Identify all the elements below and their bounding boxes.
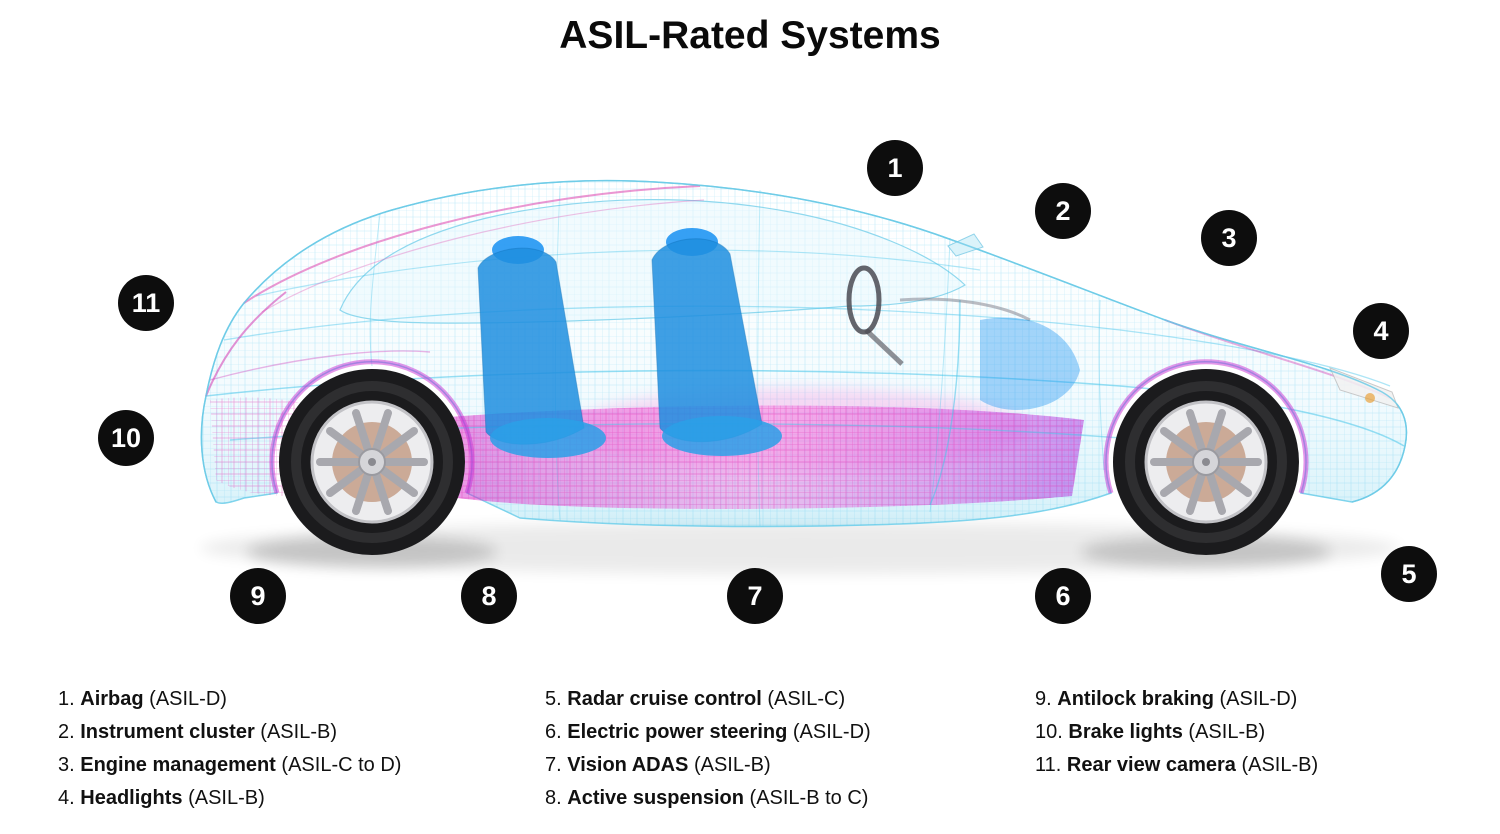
steering-wheel bbox=[846, 265, 882, 335]
front-wheel bbox=[1113, 369, 1299, 555]
legend-item-rating: (ASIL-D) bbox=[149, 688, 227, 710]
legend-item-rating: (ASIL-C) bbox=[767, 688, 846, 710]
marker-3: 3 bbox=[1201, 210, 1257, 266]
legend-item-rating: (ASIL-D) bbox=[792, 721, 871, 743]
legend-item-rating: (ASIL-B) bbox=[1241, 754, 1319, 776]
legend-item-7: 7. Vision ADAS (ASIL-B) bbox=[545, 754, 871, 776]
marker-8: 8 bbox=[461, 568, 517, 624]
legend-item-rating: (ASIL-B) bbox=[260, 721, 337, 743]
marker-7: 7 bbox=[727, 568, 783, 624]
page-title: ASIL-Rated Systems bbox=[559, 14, 941, 57]
car-interior bbox=[477, 228, 1080, 458]
legend-item-9: 9. Antilock braking (ASIL-D) bbox=[1035, 688, 1318, 710]
rear-wheel bbox=[279, 369, 465, 555]
legend-item-name: Active suspension bbox=[567, 787, 744, 809]
legend-item-11: 11. Rear view camera (ASIL-B) bbox=[1035, 754, 1318, 776]
legend-item-rating: (ASIL-B) bbox=[693, 754, 771, 776]
legend-item-number: 10. bbox=[1035, 721, 1063, 743]
marker-6: 6 bbox=[1035, 568, 1091, 624]
legend-item-rating: (ASIL-C to D) bbox=[281, 754, 402, 776]
legend-item-number: 9. bbox=[1035, 688, 1052, 710]
legend-item-name: Antilock braking bbox=[1057, 688, 1214, 710]
marker-9: 9 bbox=[230, 568, 286, 624]
legend-item-5: 5. Radar cruise control (ASIL-C) bbox=[545, 688, 871, 710]
legend-item-6: 6. Electric power steering (ASIL-D) bbox=[545, 721, 871, 743]
legend-item-name: Electric power steering bbox=[567, 721, 788, 743]
legend-item-name: Radar cruise control bbox=[567, 688, 762, 710]
legend-column-2: 5. Radar cruise control (ASIL-C) 6. Elec… bbox=[545, 688, 871, 820]
legend-item-number: 3. bbox=[58, 754, 75, 776]
legend-item-rating: (ASIL-D) bbox=[1219, 688, 1298, 710]
legend-item-1: 1. Airbag (ASIL-D) bbox=[58, 688, 401, 710]
marker-5: 5 bbox=[1381, 546, 1437, 602]
legend-item-number: 7. bbox=[545, 754, 562, 776]
legend-item-number: 6. bbox=[545, 721, 562, 743]
legend-item-10: 10. Brake lights (ASIL-B) bbox=[1035, 721, 1318, 743]
legend-item-name: Vision ADAS bbox=[567, 754, 689, 776]
legend-column-1: 1. Airbag (ASIL-D) 2. Instrument cluster… bbox=[58, 688, 401, 820]
marker-1: 1 bbox=[867, 140, 923, 196]
legend-item-number: 8. bbox=[545, 787, 562, 809]
legend-item-name: Airbag bbox=[80, 688, 144, 710]
marker-10: 10 bbox=[98, 410, 154, 466]
marker-4: 4 bbox=[1353, 303, 1409, 359]
headlight bbox=[1329, 367, 1399, 409]
legend-column-3: 9. Antilock braking (ASIL-D) 10. Brake l… bbox=[1035, 688, 1318, 787]
legend-item-rating: (ASIL-B) bbox=[188, 787, 265, 809]
legend-item-name: Headlights bbox=[80, 787, 183, 809]
ground-shadow bbox=[200, 522, 1400, 574]
legend-item-2: 2. Instrument cluster (ASIL-B) bbox=[58, 721, 401, 743]
legend-item-name: Brake lights bbox=[1068, 721, 1183, 743]
legend-item-4: 4. Headlights (ASIL-B) bbox=[58, 787, 401, 809]
legend-item-rating: (ASIL-B to C) bbox=[749, 787, 869, 809]
legend-item-8: 8. Active suspension (ASIL-B to C) bbox=[545, 787, 871, 809]
legend-item-3: 3. Engine management (ASIL-C to D) bbox=[58, 754, 401, 776]
legend-item-rating: (ASIL-B) bbox=[1188, 721, 1266, 743]
legend-item-number: 5. bbox=[545, 688, 562, 710]
marker-11: 11 bbox=[118, 275, 174, 331]
legend-item-name: Rear view camera bbox=[1066, 754, 1236, 776]
marker-2: 2 bbox=[1035, 183, 1091, 239]
legend-item-number: 11. bbox=[1035, 754, 1062, 776]
legend-item-name: Instrument cluster bbox=[80, 721, 255, 743]
legend-item-name: Engine management bbox=[80, 754, 276, 776]
legend-item-number: 1. bbox=[58, 688, 75, 710]
car-outline bbox=[200, 179, 1408, 503]
legend-item-number: 2. bbox=[58, 721, 75, 743]
legend-item-number: 4. bbox=[58, 787, 75, 809]
